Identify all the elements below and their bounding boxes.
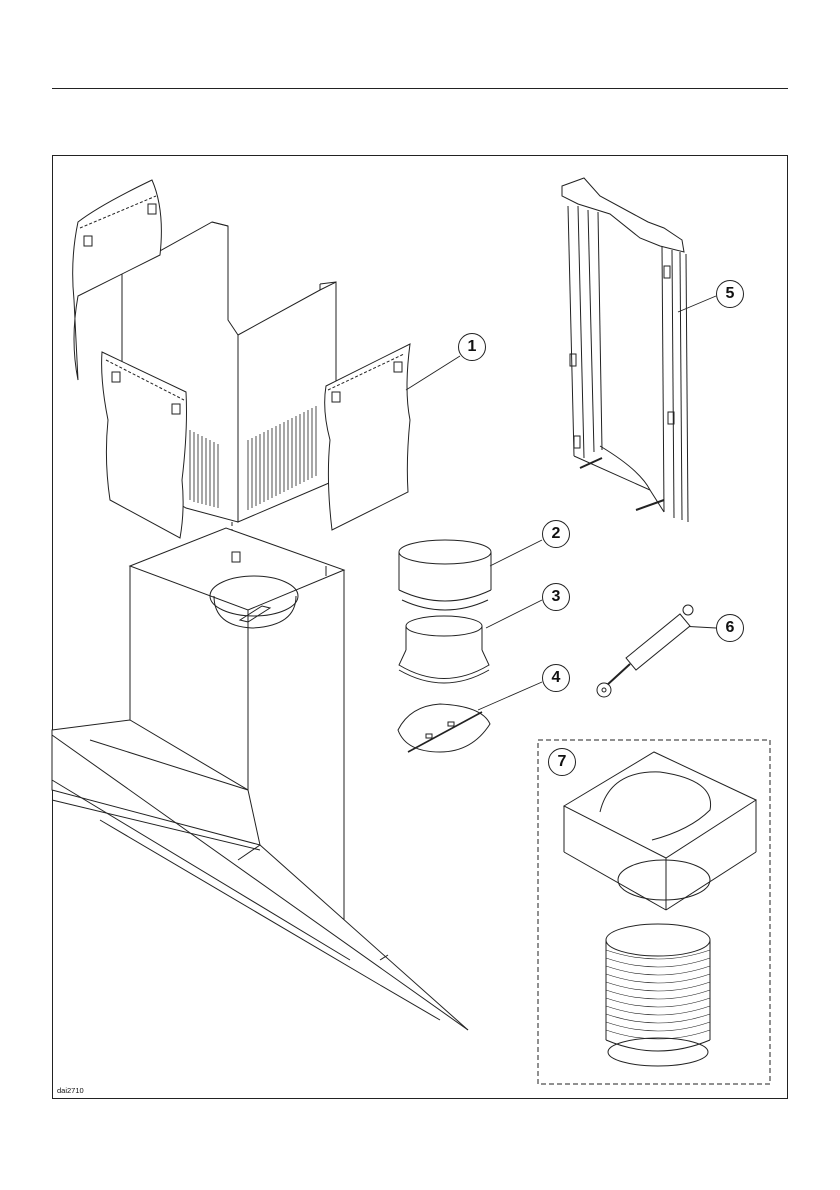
callout-leaders	[406, 296, 716, 710]
gas-spring-drawing	[597, 605, 693, 697]
duct-ring-reducer-drawing	[399, 616, 489, 683]
callout-5: 5	[716, 280, 744, 308]
lower-chimney-and-hood	[52, 528, 468, 1030]
drawing-code: dai2710	[57, 1086, 84, 1095]
duct-ring-large-drawing	[399, 540, 491, 610]
callout-7: 7	[548, 748, 576, 776]
callout-1: 1	[458, 333, 486, 361]
backdraft-valve-drawing	[398, 704, 490, 752]
recirculation-kit-drawing	[564, 752, 756, 1066]
callout-3: 3	[542, 583, 570, 611]
mounting-frame-drawing	[562, 178, 688, 522]
callout-2: 2	[542, 520, 570, 548]
callout-6: 6	[716, 614, 744, 642]
callout-4: 4	[542, 664, 570, 692]
